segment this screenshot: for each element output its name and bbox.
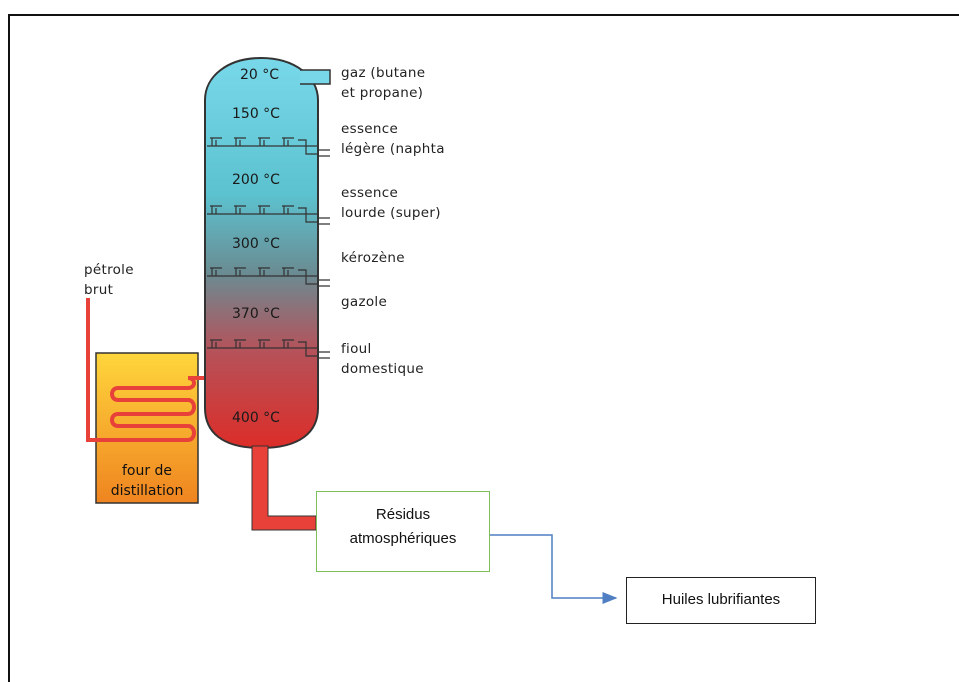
residue-label-line2: atmosphériques xyxy=(349,530,457,547)
temp-370: 370 °C xyxy=(232,306,280,322)
residue-pipe xyxy=(251,445,317,531)
lubricants-box: Huiles lubrifiantes xyxy=(626,577,816,624)
temp-150: 150 °C xyxy=(232,106,280,122)
temp-20: 20 °C xyxy=(240,67,280,83)
residue-label-line1: Résidus xyxy=(375,506,431,523)
residue-box: Résidus atmosphériques xyxy=(316,491,490,572)
tray-1 xyxy=(207,137,330,157)
temp-200: 200 °C xyxy=(232,172,280,188)
temp-300: 300 °C xyxy=(232,236,280,252)
fraction-diesel: gazole xyxy=(341,294,388,310)
temp-400: 400 °C xyxy=(232,410,280,426)
tray-4 xyxy=(207,339,330,359)
lubricants-label: Huiles lubrifiantes xyxy=(661,591,781,608)
distillation-column xyxy=(204,56,319,450)
gas-outlet-pipe xyxy=(300,69,331,85)
tray-2 xyxy=(207,205,330,225)
crude-oil-pipe xyxy=(86,298,212,442)
fraction-kerosene: kérozène xyxy=(341,250,405,266)
tray-3 xyxy=(207,267,330,287)
connector-arrow xyxy=(490,534,618,604)
diagram-frame xyxy=(8,14,959,682)
